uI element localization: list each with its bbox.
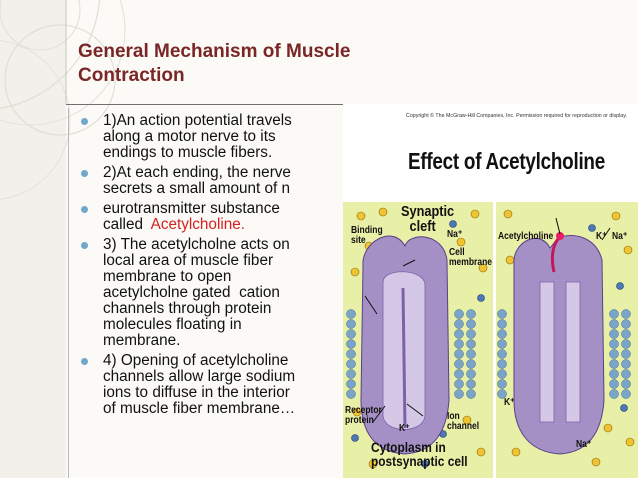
label-cytoplasm-line-2: postsynaptic cell: [371, 453, 468, 469]
bullet-4-line-1: 3) The acetylcholne acts on: [103, 236, 290, 253]
diagram-panel-open: Acetylcholine K⁺ Na⁺ K⁺ Na⁺: [496, 202, 638, 478]
label-cell: Cell: [449, 247, 465, 258]
acetylcholine-figure: Copyright © The McGraw-Hill Companies, I…: [343, 104, 638, 478]
slide-title: General Mechanism of Muscle Contraction: [78, 40, 418, 88]
title-divider: [66, 104, 362, 105]
label-na-bottom-right: Na⁺: [576, 439, 592, 450]
label-protein: protein: [345, 415, 374, 426]
bullet-4-line-7: membrane.: [103, 332, 181, 349]
bullet-5-line-2: channels allow large sodium: [103, 368, 296, 385]
bullet-1-line-1: 1)An action potential travels: [103, 112, 292, 129]
content-left-border: [68, 108, 69, 478]
bullet-4-line-6: molecules floating in: [103, 316, 242, 333]
label-membrane: membrane: [449, 257, 492, 268]
bullet-dot-icon: [81, 118, 88, 125]
label-ion-channel: Ion channel: [447, 412, 479, 432]
bullet-3-prefix: called: [103, 216, 151, 233]
slide-title-line-1: General Mechanism of Muscle: [78, 41, 351, 62]
bullet-4-line-3: membrane to open: [103, 268, 232, 285]
bullet-2-line-1: 2)At each ending, the nerve: [103, 164, 291, 181]
bullet-dot-icon: [81, 358, 88, 365]
label-binding: Binding: [351, 225, 383, 236]
open-channel-illustration: [497, 209, 635, 467]
label-synaptic-cleft: Synaptic cleft: [401, 204, 454, 234]
bullet-3-line-1: eurotransmitter substance: [103, 200, 280, 217]
bullet-2-line-2: secrets a small amount of n: [103, 180, 291, 197]
label-synaptic: Synaptic: [401, 203, 455, 220]
bullet-5-line-3: ions to diffuse in the interior: [103, 384, 290, 401]
figure-title: Effect of Acetylcholine: [408, 148, 605, 174]
label-k-right: K⁺: [504, 397, 515, 408]
bullet-5-line-4: of muscle fiber membrane…: [103, 400, 296, 417]
bullet-5-line-1: 4) Opening of acetylcholine: [103, 352, 289, 369]
label-cytoplasm-line-1: Cytoplasm in: [371, 439, 446, 455]
bullet-1-line-3: endings to muscle fibers.: [103, 144, 273, 161]
label-ion: Ion: [447, 411, 460, 422]
bullet-4-line-5: channels through protein: [103, 300, 272, 317]
label-cytoplasm: Cytoplasm in postsynaptic cell: [371, 440, 468, 468]
bullet-4-line-2: local area of muscle fiber: [103, 252, 274, 269]
label-acetylcholine: Acetylcholine: [498, 231, 554, 242]
label-site: site: [351, 235, 366, 246]
diagram-panel-closed: Synaptic cleft Binding site Na⁺ Cell mem…: [343, 202, 493, 478]
bullet-1-line-2: along a motor nerve to its: [103, 128, 276, 145]
closed-channel-illustration: [346, 207, 488, 469]
label-receptor: Receptor: [345, 405, 382, 416]
label-binding-site: Binding site: [351, 226, 383, 246]
label-k-bottom-left: K⁺: [399, 423, 410, 434]
label-na-left: Na⁺: [447, 229, 463, 240]
slide-title-line-2: Contraction: [78, 65, 185, 86]
label-cell-membrane: Cell membrane: [449, 248, 492, 268]
label-receptor-protein: Receptor protein: [345, 406, 382, 426]
figure-copyright: Copyright © The McGraw-Hill Companies, I…: [406, 113, 627, 119]
bullet-dot-icon: [81, 206, 88, 213]
bullet-4-line-4: acetylcholne gated cation: [103, 284, 280, 301]
bullet-dot-icon: [81, 242, 88, 249]
bullet-dot-icon: [81, 170, 88, 177]
label-cleft: cleft: [409, 218, 436, 235]
acetylcholine-highlight: Acetylcholine.: [150, 216, 246, 233]
label-channel: channel: [447, 421, 480, 432]
label-na-top-right: Na⁺: [612, 231, 628, 242]
label-k-top: K⁺: [596, 231, 607, 242]
